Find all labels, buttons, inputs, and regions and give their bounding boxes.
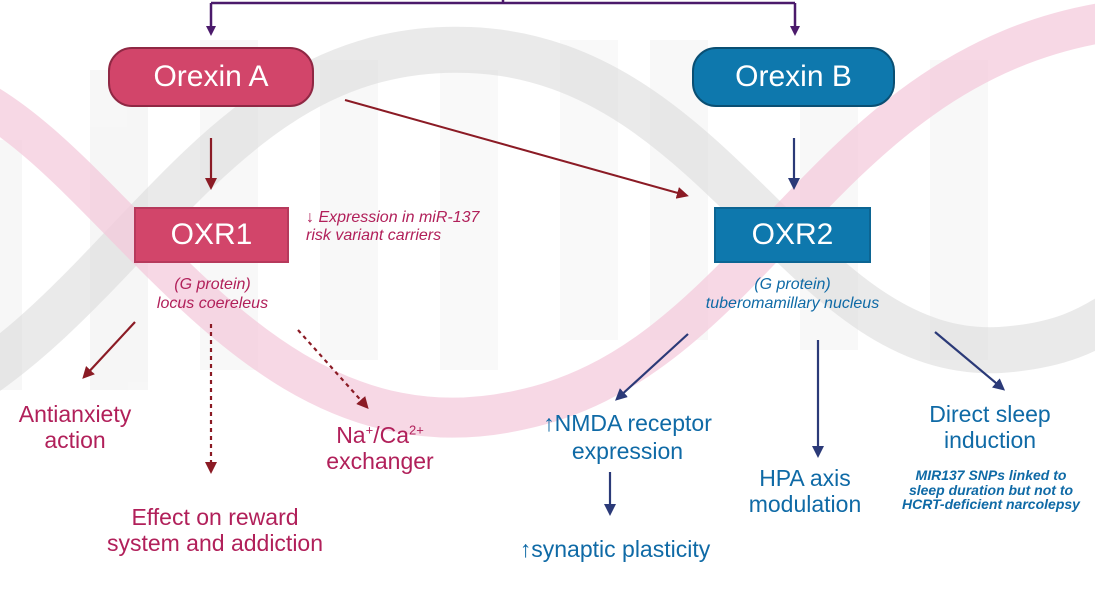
- hpa-axis-effect: HPA axis modulation: [748, 465, 862, 518]
- oxr2-node: OXR2: [714, 207, 871, 263]
- arrow-oxr1-antianxiety: [82, 321, 136, 379]
- arrow-oxr2-nmda: [615, 333, 689, 401]
- orexin-a-label: Orexin A: [153, 60, 269, 93]
- oxr1-label: OXR1: [170, 218, 253, 251]
- oxr1-gprotein-note: (G protein): [174, 276, 251, 293]
- synaptic-plasticity-effect: ↑synaptic plasticity: [519, 536, 711, 562]
- oxr2-location-note: tuberomamillary nucleus: [705, 295, 880, 312]
- na-ca-exchanger-effect: Na+/Ca2+ exchanger: [290, 422, 470, 475]
- oxr1-node: OXR1: [134, 207, 289, 263]
- orexin-b-label: Orexin B: [735, 60, 852, 93]
- arrow-oxr2-sleep: [934, 331, 1006, 391]
- arrow-orexin-a-oxr2: [344, 99, 689, 199]
- nmda-effect: ↑NMDA receptor expression: [543, 410, 712, 464]
- top-bracket-line: [206, 0, 800, 36]
- antianxiety-effect: Antianxiety action: [18, 401, 132, 454]
- reward-effect: Effect on reward system and addiction: [106, 504, 324, 557]
- oxr1-location-note: locus coereleus: [156, 295, 269, 312]
- mir137-snps-note: MIR137 SNPs linked to sleep duration but…: [902, 467, 1080, 513]
- oxr2-gprotein-note: (G protein): [754, 276, 831, 293]
- orexin-b-node: Orexin B: [692, 47, 895, 107]
- oxr1-expression-note: ↓ Expression in miR-137 risk variant car…: [306, 209, 480, 244]
- oxr2-label: OXR2: [751, 218, 834, 251]
- na-ca-exchanger-line2: exchanger: [326, 448, 434, 475]
- sleep-induction-effect: Direct sleep induction: [929, 401, 1051, 454]
- arrow-oxr1-exchanger: [297, 329, 369, 409]
- na-ca-exchanger-line1: Na+/Ca2+: [336, 422, 424, 448]
- orexin-a-node: Orexin A: [108, 47, 314, 107]
